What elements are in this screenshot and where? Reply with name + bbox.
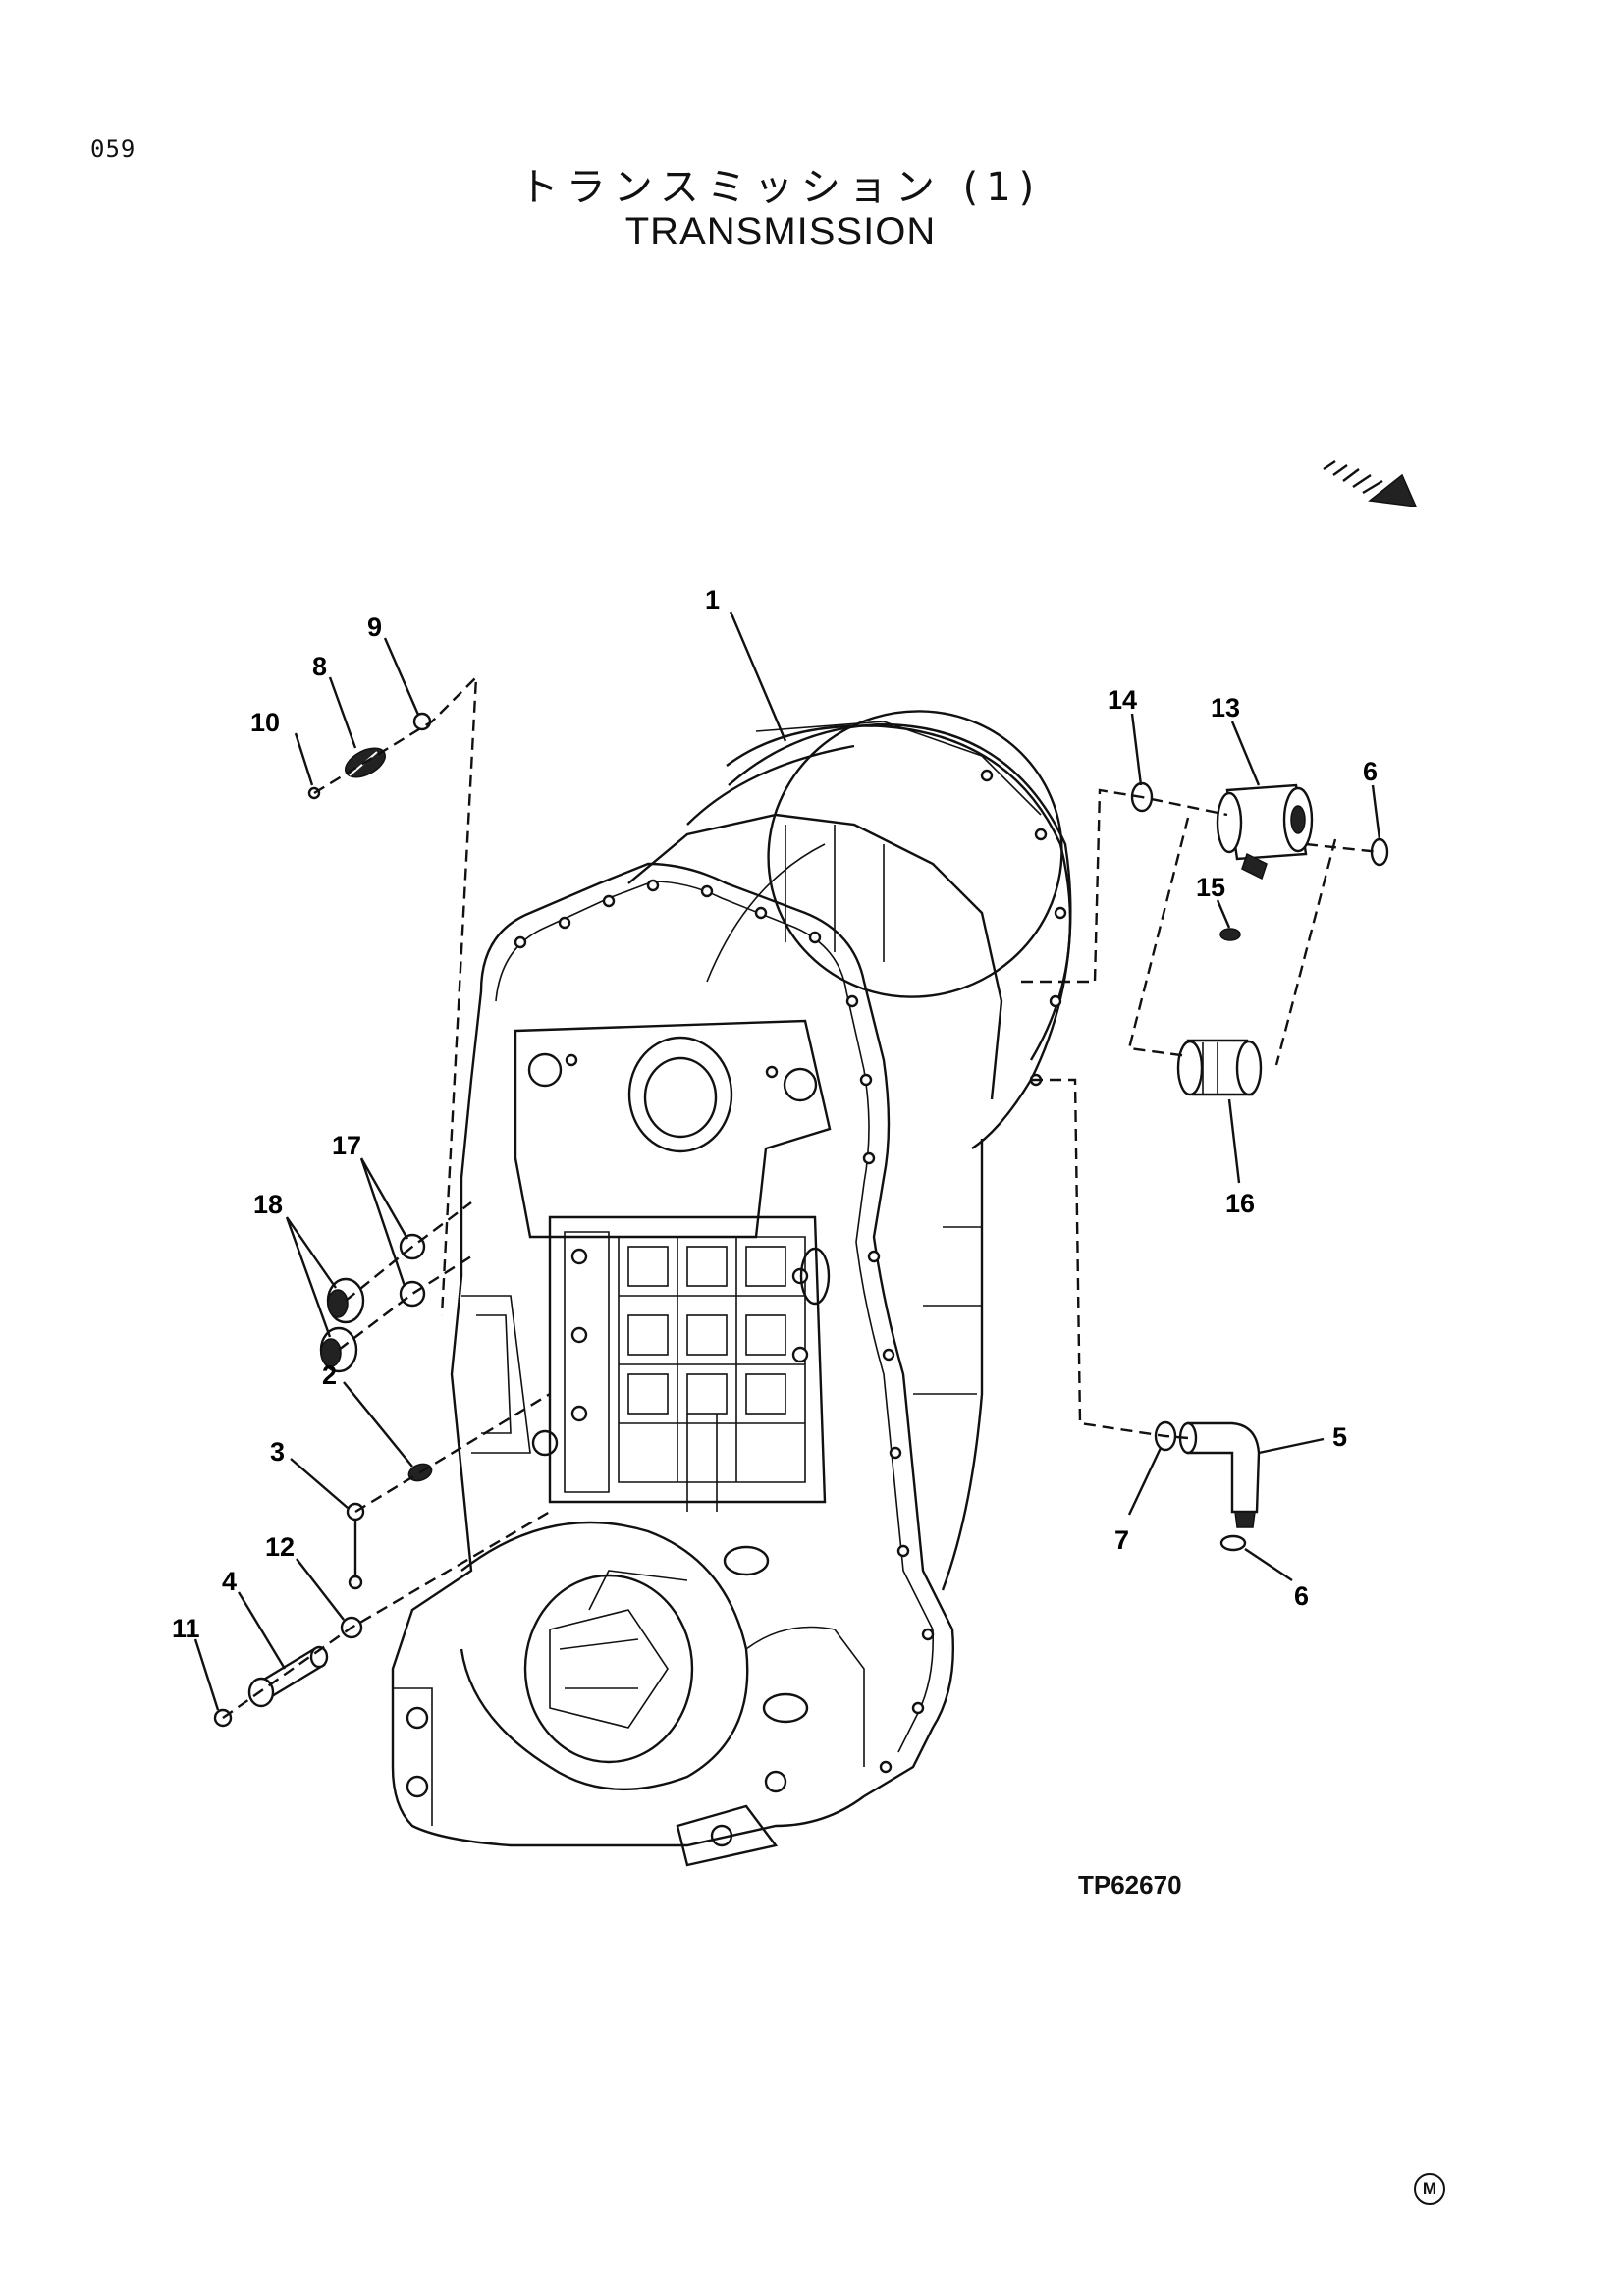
page-number: 059 — [90, 135, 136, 163]
callout-9: 9 — [367, 613, 382, 642]
callout-7: 7 — [1114, 1525, 1129, 1555]
part-4-shape — [247, 1645, 329, 1708]
callout-11: 11 — [172, 1614, 200, 1643]
callout-18: 18 — [253, 1190, 283, 1219]
transmission-housing — [391, 710, 1072, 1867]
callout-2: 2 — [322, 1361, 337, 1390]
part-9-shape — [412, 712, 432, 731]
callout-numbers: 1 2 3 4 5 6 6 7 8 9 10 11 12 13 14 15 16… — [172, 585, 1378, 1643]
callout-6-top: 6 — [1363, 757, 1378, 786]
front-direction-arrow-icon — [1323, 460, 1418, 507]
callout-6-bottom: 6 — [1294, 1581, 1309, 1611]
callout-3: 3 — [270, 1437, 285, 1467]
part-13-shape — [1216, 783, 1314, 881]
flange-bolt-holes — [514, 769, 1067, 1774]
part-16-shape — [1176, 1039, 1263, 1096]
callout-15: 15 — [1196, 873, 1225, 902]
part-3-shape — [346, 1502, 365, 1590]
callout-17: 17 — [332, 1131, 361, 1160]
callout-1: 1 — [705, 585, 720, 614]
callout-13: 13 — [1211, 693, 1240, 722]
callout-12: 12 — [265, 1532, 295, 1562]
callout-14: 14 — [1108, 685, 1137, 715]
callout-10: 10 — [250, 708, 280, 737]
page-title-english: TRANSMISSION — [624, 210, 937, 253]
leader-lines — [193, 611, 1381, 1711]
control-valve-block — [548, 1215, 831, 1512]
assembly-dashed-lines — [222, 673, 1380, 1719]
part-6b-shape — [1219, 1534, 1247, 1552]
callout-8: 8 — [312, 652, 327, 681]
page-title-japanese: トランスミッション (1) — [518, 165, 1043, 210]
callout-16: 16 — [1225, 1189, 1255, 1218]
part-6a-shape — [1370, 837, 1389, 867]
drawing-number: TP62670 — [1078, 1870, 1182, 1899]
callout-5: 5 — [1332, 1422, 1347, 1452]
part-15-shape — [1219, 928, 1241, 941]
registered-mark-icon: M — [1414, 2173, 1445, 2205]
part-5-shape — [1178, 1421, 1261, 1528]
callout-4: 4 — [222, 1567, 237, 1596]
